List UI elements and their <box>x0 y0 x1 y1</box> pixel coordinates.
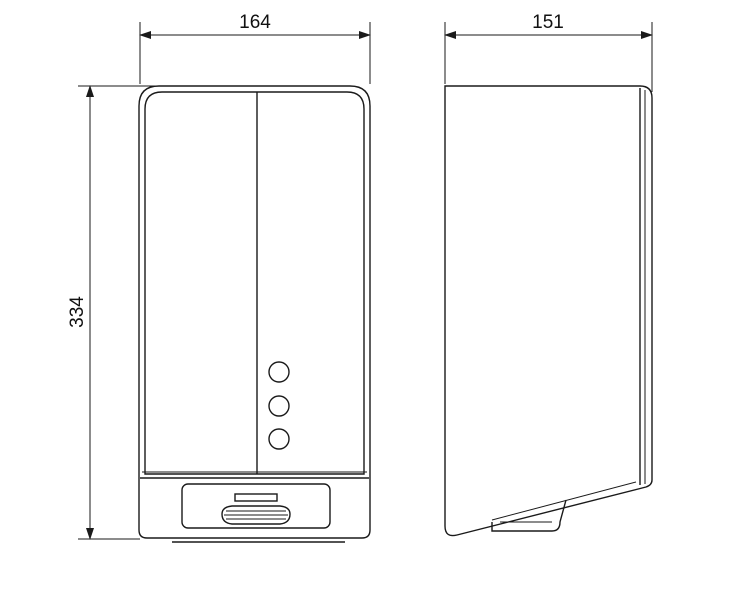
front-width-label: 164 <box>239 12 271 33</box>
indicator-circle-middle <box>268 395 290 417</box>
front-cover-outline <box>144 91 365 475</box>
side-nozzle-icon <box>491 499 567 532</box>
height-label: 334 <box>67 296 88 328</box>
side-depth-dimension: 151 <box>444 12 653 92</box>
front-view <box>138 85 371 543</box>
front-width-dimension: 164 <box>139 12 371 84</box>
dispense-window <box>181 483 331 529</box>
indicator-circle-top <box>268 361 290 383</box>
indicator-circle-bottom <box>268 428 290 450</box>
dispense-slot <box>234 493 278 502</box>
height-dimension: 334 <box>67 85 156 540</box>
side-view <box>444 85 653 537</box>
side-outline <box>444 85 653 537</box>
front-outer-outline <box>138 85 371 539</box>
nozzle-icon <box>221 505 291 525</box>
side-depth-label: 151 <box>532 12 564 33</box>
side-bottom-inner-line <box>491 481 637 521</box>
